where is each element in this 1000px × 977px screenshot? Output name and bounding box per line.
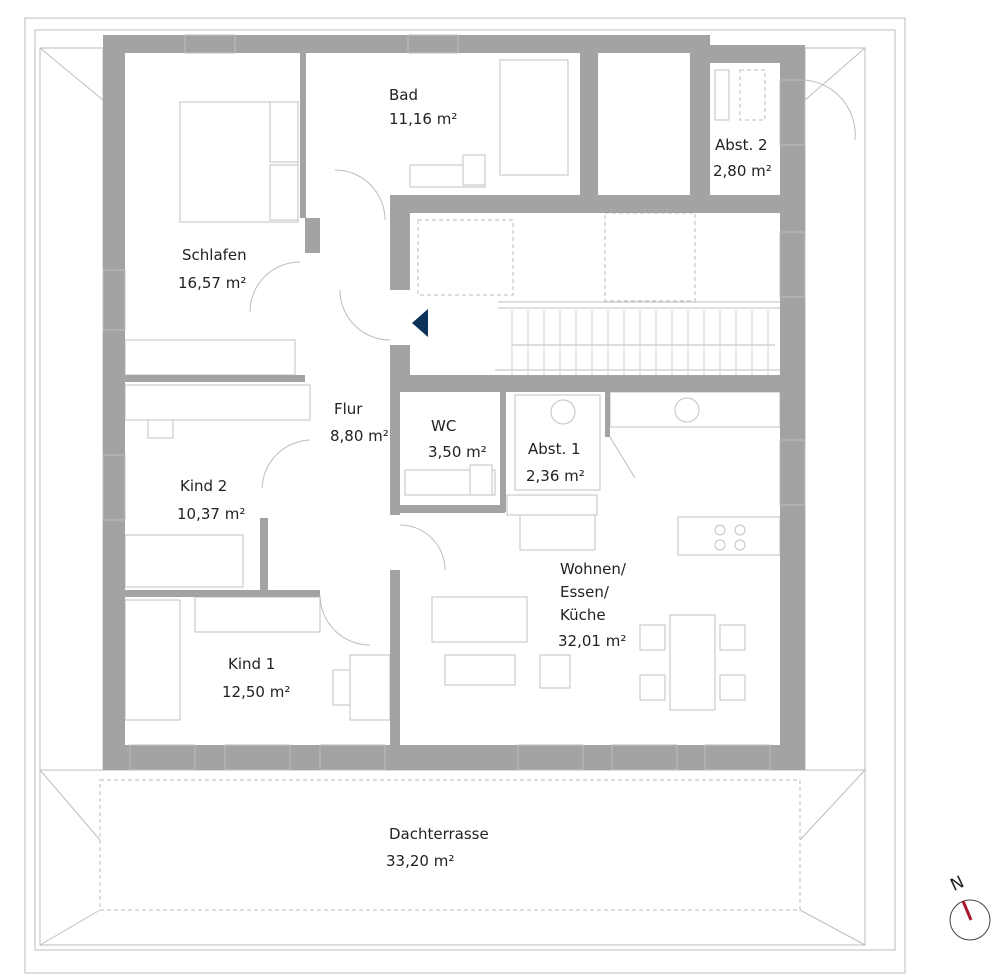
room-name-wohnen: Wohnen/ [560,560,626,578]
room-area-abst1: 2,36 m² [526,467,585,485]
room-name-bad: Bad [389,86,419,104]
room-name-schlafen: Schlafen [182,246,247,264]
room-area-flur: 8,80 m² [330,427,389,445]
stair-treads [511,310,769,375]
room-area-wc: 3,50 m² [428,443,487,461]
staircase [417,212,780,371]
room-area-kind2: 10,37 m² [177,505,246,523]
room-area-dachterrasse: 33,20 m² [386,852,455,870]
room-name-kind1: Kind 1 [228,655,276,673]
room-name-dachterrasse: Dachterrasse [389,825,489,843]
entrance-marker-icon [412,309,428,337]
room-name-abst1: Abst. 1 [528,440,581,458]
room-area-kind1: 12,50 m² [222,683,291,701]
windows [102,34,806,771]
room-name-kind2: Kind 2 [180,477,228,495]
furniture [124,59,781,721]
room-area-wohnen: 32,01 m² [558,632,627,650]
room-area-bad: 11,16 m² [389,110,458,128]
room-name-abst2: Abst. 2 [715,136,768,154]
room-name-essen: Essen/ [560,583,609,601]
room-area-abst2: 2,80 m² [713,162,772,180]
walls [103,35,805,770]
door-swings [249,79,856,646]
room-name-kueche: Küche [560,606,606,624]
room-area-schlafen: 16,57 m² [178,274,247,292]
room-name-wc: WC [431,417,457,435]
roof-terrace-area [39,769,866,946]
compass-icon [949,899,991,941]
room-name-flur: Flur [334,400,363,418]
